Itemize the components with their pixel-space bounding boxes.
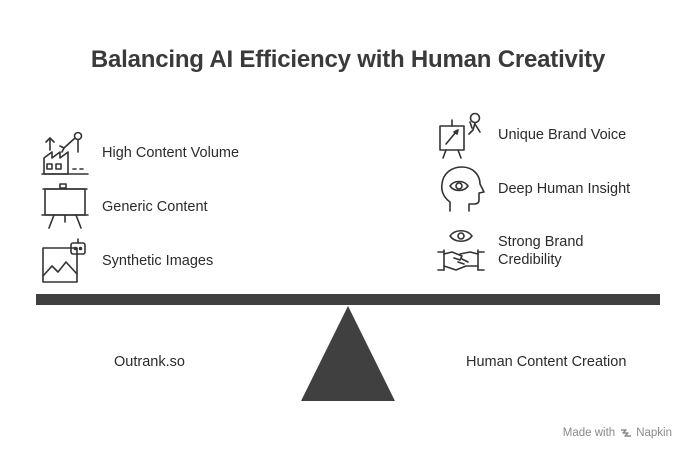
left-item-label: Generic Content xyxy=(102,199,208,215)
footer-brand: Napkin xyxy=(636,427,672,439)
head-eye-icon xyxy=(436,164,486,214)
footer-prefix: Made with xyxy=(562,427,616,439)
made-with-napkin-badge[interactable]: Made with Napkin xyxy=(563,427,672,439)
left-item-label: Synthetic Images xyxy=(102,253,214,269)
right-item-unique-brand-voice: Unique Brand Voice xyxy=(436,110,626,160)
right-item-deep-human-insight: Deep Human Insight xyxy=(436,164,630,214)
right-item-label-line2: Credibility xyxy=(498,252,562,268)
napkin-logo-icon xyxy=(621,429,632,437)
left-item-label: High Content Volume xyxy=(102,145,240,161)
seesaw-beam xyxy=(36,294,660,305)
artist-canvas-icon xyxy=(436,110,486,160)
right-side-label: Human Content Creation xyxy=(466,354,627,370)
page-title: Balancing AI Efficiency with Human Creat… xyxy=(90,46,606,73)
presentation-board-icon xyxy=(40,182,90,232)
handshake-eye-icon xyxy=(436,226,486,276)
robot-image-icon xyxy=(40,236,90,286)
left-item-synthetic-images: Synthetic Images xyxy=(40,236,213,286)
right-item-strong-brand-credibility: Strong Brand Credibility xyxy=(436,226,608,276)
left-item-generic-content: Generic Content xyxy=(40,182,208,232)
left-side-label: Outrank.so xyxy=(114,354,185,370)
factory-robot-arm-icon xyxy=(40,128,90,178)
right-item-label-block: Strong Brand Credibility xyxy=(498,233,608,269)
right-item-label-line1: Strong Brand xyxy=(498,234,584,250)
right-item-label: Unique Brand Voice xyxy=(498,127,627,143)
left-item-high-content-volume: High Content Volume xyxy=(40,128,239,178)
right-item-label: Deep Human Insight xyxy=(498,181,631,197)
seesaw-fulcrum xyxy=(301,306,395,401)
